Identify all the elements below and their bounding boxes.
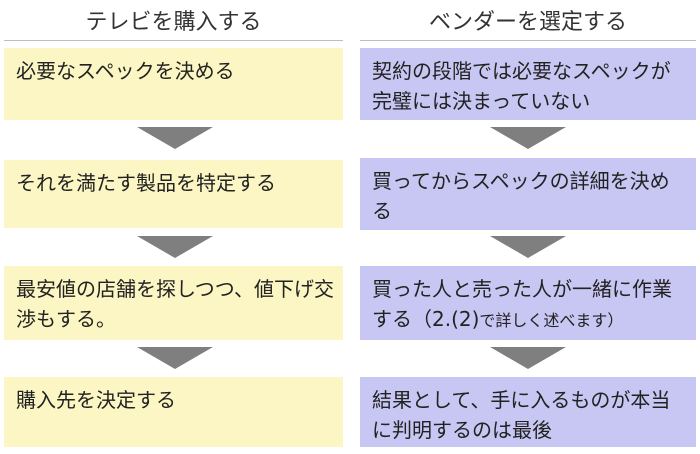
right-step-1: 契約の段階では必要なスペックが完璧には決まっていない [360, 48, 696, 120]
left-header-divider [4, 40, 343, 41]
left-step-2-text: それを満たす製品を特定する [16, 171, 276, 195]
left-step-2: それを満たす製品を特定する [4, 160, 343, 228]
right-arrow-1 [490, 127, 566, 149]
right-step-3: 買った人と売った人が一緒に作業する（2.(2)で詳しく述べます） [360, 266, 696, 340]
left-step-3: 最安値の店舗を探しつつ、値下げ交渉もする。 [4, 266, 343, 340]
right-step-3-text: 買った人と売った人が一緒に作業する（2.(2) [372, 277, 672, 331]
right-step-4-text: 結果として、手に入るものが本当に判明するのは最後 [372, 388, 671, 442]
right-step-4: 結果として、手に入るものが本当に判明するのは最後 [360, 377, 696, 447]
right-step-1-text: 契約の段階では必要なスペックが完璧には決まっていない [372, 59, 671, 113]
left-step-1-text: 必要なスペックを決める [16, 59, 235, 83]
right-column-title: ベンダーを選定する [428, 10, 627, 35]
right-arrow-3 [490, 347, 566, 369]
left-step-4-text: 購入先を決定する [16, 388, 176, 412]
right-step-3-note: で詳しく述べます） [479, 311, 624, 330]
left-step-3-text: 最安値の店舗を探しつつ、値下げ交渉もする。 [16, 277, 334, 331]
right-step-2-text: 買ってからスペックの詳細を決める [372, 169, 670, 223]
left-step-1: 必要なスペックを決める [4, 48, 343, 120]
left-step-4: 購入先を決定する [4, 377, 343, 447]
left-arrow-2 [137, 236, 213, 258]
right-header-divider [360, 40, 696, 41]
right-step-2: 買ってからスペックの詳細を決める [360, 158, 696, 230]
left-arrow-3 [137, 347, 213, 369]
left-column-title: テレビを購入する [85, 10, 262, 35]
right-arrow-2 [490, 236, 566, 258]
left-arrow-1 [137, 127, 213, 149]
